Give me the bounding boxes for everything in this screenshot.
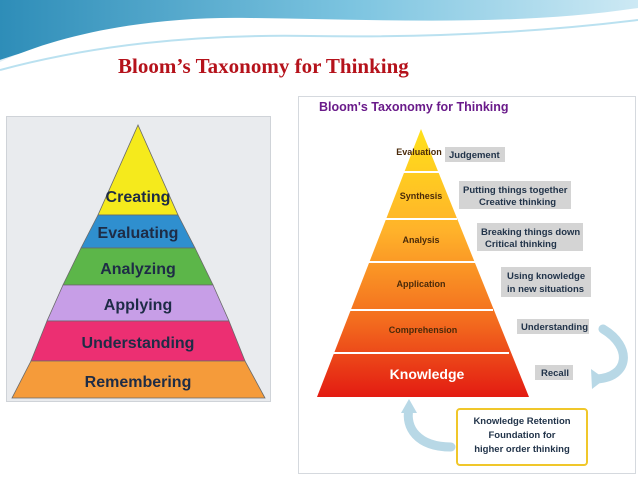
slide-title: Bloom’s Taxonomy for Thinking (118, 54, 409, 78)
level-label-applying: Applying (104, 297, 172, 314)
right-level-analysis: Analysis (402, 235, 439, 245)
note-judgement-box (445, 147, 505, 162)
retention-box (456, 408, 588, 466)
note-analysis-box (477, 223, 583, 251)
note-application-2: in new situations (507, 284, 584, 295)
note-recall-box (535, 365, 573, 380)
level-label-analyzing: Analyzing (100, 261, 176, 278)
right-pyramid-panel: Bloom's Taxonomy for Thinking Evaluation… (298, 96, 636, 474)
note-application-1: Using knowledge (507, 271, 585, 282)
retention-line-2: Foundation for (488, 430, 555, 441)
retention-arrow-curve (403, 404, 456, 452)
header-swoosh (0, 0, 638, 71)
loop-arrow-curve (592, 324, 628, 384)
note-understanding-box (517, 319, 589, 334)
level-label-evaluating: Evaluating (98, 225, 179, 242)
level-label-understanding: Understanding (82, 335, 195, 352)
level-remembering (11, 360, 266, 399)
right-level-knowledge: Knowledge (390, 366, 465, 382)
note-analysis-2: Critical thinking (485, 239, 557, 250)
left-pyramid: Creating Evaluating Analyzing Applying U… (11, 124, 266, 399)
left-pyramid-panel: Creating Evaluating Analyzing Applying U… (6, 116, 271, 402)
right-level-comprehension: Comprehension (389, 325, 458, 335)
retention-arrow-icon (401, 399, 417, 413)
note-synthesis-1: Putting things together (463, 185, 568, 196)
retention-line-1: Knowledge Retention (473, 416, 570, 427)
right-level-evaluation: Evaluation (396, 147, 442, 157)
note-application-box (501, 267, 591, 297)
note-judgement: Judgement (449, 150, 501, 161)
note-synthesis-box (459, 181, 571, 209)
retention-line-3: higher order thinking (474, 444, 570, 455)
note-analysis-1: Breaking things down (481, 227, 580, 238)
right-pyramid: Bloom's Taxonomy for Thinking Evaluation… (317, 100, 628, 466)
right-level-synthesis: Synthesis (400, 191, 443, 201)
right-pyramid-title: Bloom's Taxonomy for Thinking (319, 100, 509, 114)
level-label-remembering: Remembering (85, 374, 192, 391)
level-label-creating: Creating (106, 189, 171, 206)
loop-arrow-icon (591, 369, 605, 389)
note-recall: Recall (541, 368, 569, 379)
note-synthesis-2: Creative thinking (479, 197, 556, 208)
right-level-application: Application (397, 279, 446, 289)
note-understanding: Understanding (521, 322, 588, 333)
